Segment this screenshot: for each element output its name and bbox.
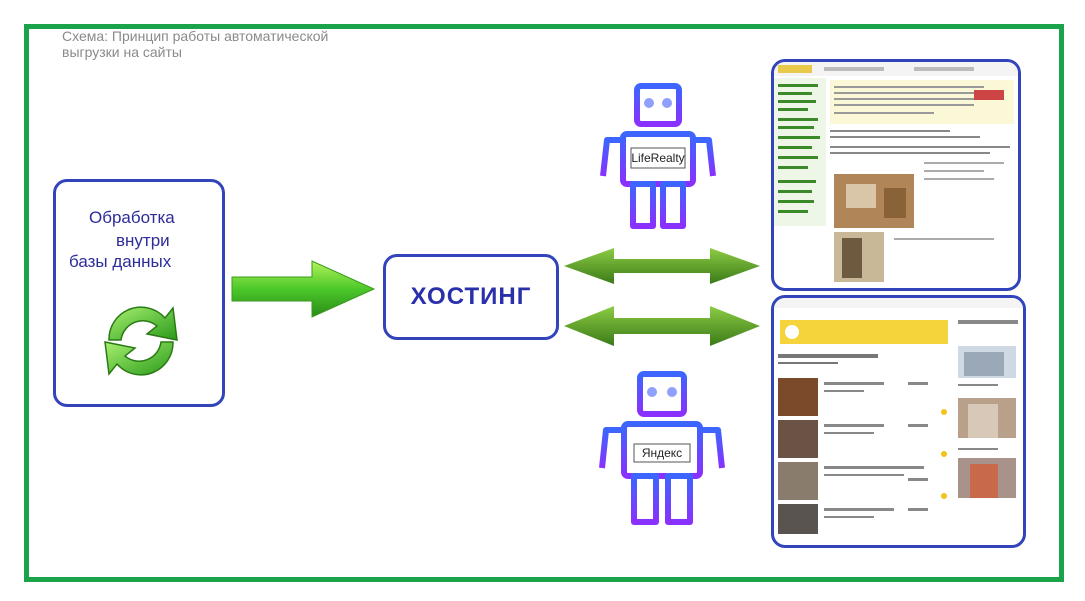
arrow-right-icon	[231, 260, 376, 318]
hosting-label: ХОСТИНГ	[410, 283, 532, 310]
double-arrow-icon	[564, 248, 760, 284]
diagram-caption: Схема: Принцип работы автоматической выг…	[62, 28, 329, 60]
refresh-icon	[104, 306, 178, 376]
diagram-frame	[24, 24, 1064, 582]
double-arrow-icon	[564, 306, 760, 346]
robot-1-label: LifeRealty	[631, 151, 684, 165]
screenshot-thumbnail	[774, 298, 1023, 534]
processing-line-3: базы данных	[69, 252, 172, 271]
robot-2-label: Яндекс	[642, 446, 682, 460]
site-screenshot-liferealty	[771, 59, 1021, 291]
robot-icon: Яндекс	[599, 371, 725, 525]
hosting-box: ХОСТИНГ	[383, 254, 559, 340]
screenshot-thumbnail	[774, 62, 1018, 282]
processing-line-1: Обработка	[89, 208, 175, 227]
processing-box: Обработка внутри базы данных	[53, 179, 225, 407]
processing-line-2: внутри	[116, 231, 170, 250]
robot-icon: LifeRealty	[600, 83, 716, 229]
site-screenshot-yandex	[771, 295, 1026, 548]
